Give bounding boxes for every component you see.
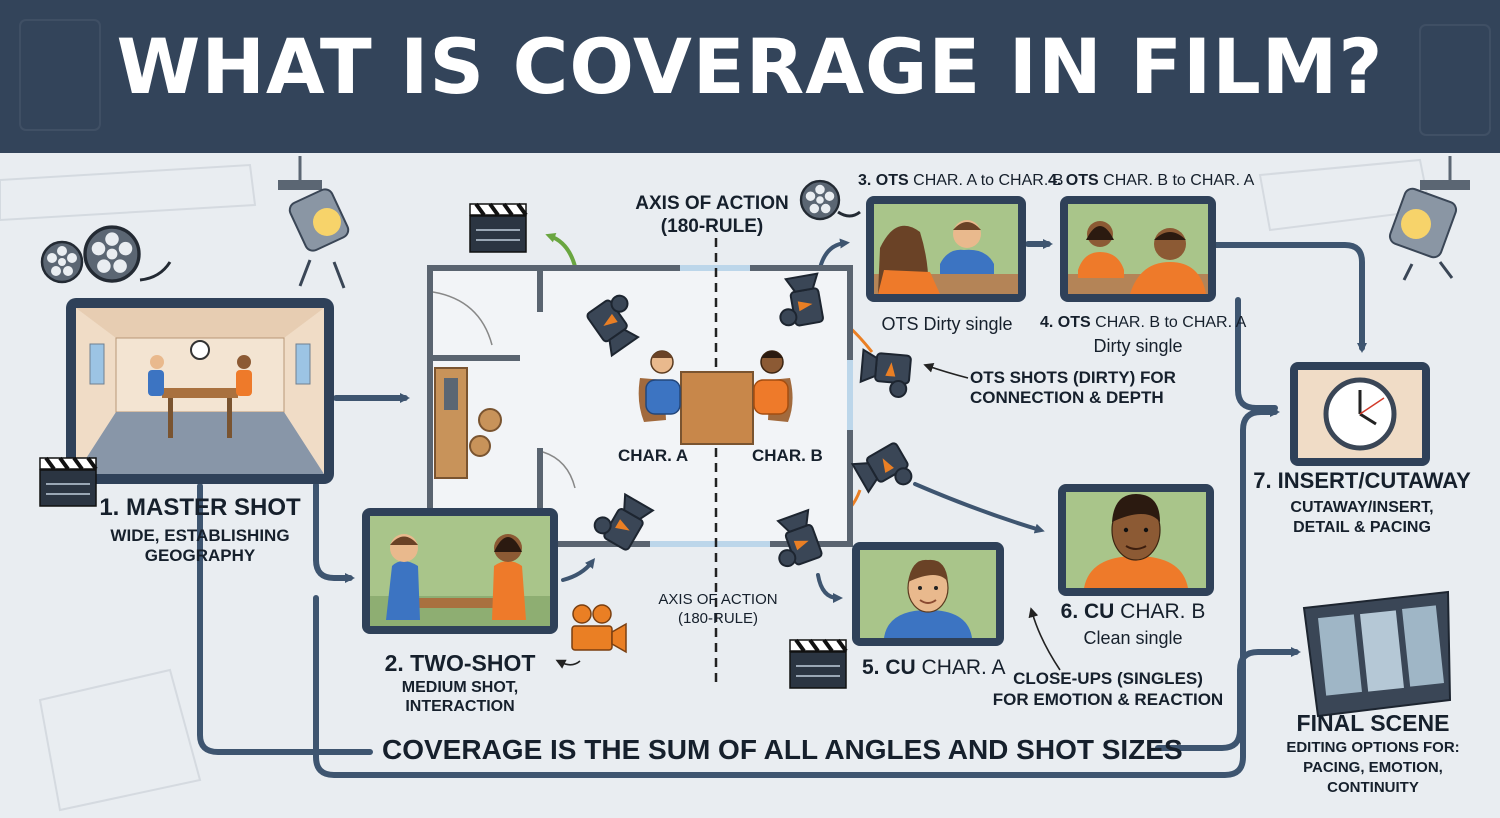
clapperboard-icon: [788, 638, 848, 690]
spotlight-icon: [278, 156, 350, 289]
ots-a-title: 3. OTS CHAR. A to CHAR. B: [858, 172, 1063, 190]
axis-of-action-label: AXIS OF ACTION (180-RULE): [635, 193, 789, 237]
ots-b-subject: CHAR. B to CHAR. A: [1098, 172, 1255, 189]
clapperboard-icon: [468, 202, 528, 254]
two-shot-frame: [362, 508, 558, 634]
insert-cutaway-title: 7. INSERT/CUTAWAY: [1253, 468, 1471, 493]
master-shot-desc: WIDE, ESTABLISHING GEOGRAPHY: [110, 526, 290, 565]
axis-of-action-label-bottom: AXIS OF ACTION (180-RULE): [658, 591, 778, 627]
floor-plan: [427, 238, 853, 682]
ots-b-caption-subject: CHAR. B to CHAR. A: [1090, 314, 1247, 331]
ots-b-caption-number: 4. OTS: [1040, 314, 1091, 331]
ots-b-caption: 4. OTS CHAR. B to CHAR. A: [1040, 314, 1246, 332]
insert-cutaway-frame: [1290, 362, 1430, 466]
final-scene-filmstrip-icon: [1302, 590, 1452, 718]
cu-a-subject: CHAR. A: [915, 656, 1006, 679]
cu-b-title: 6. CU CHAR. B: [1048, 600, 1218, 624]
cu-a-frame: [852, 542, 1004, 646]
ots-a-number: 3. OTS: [858, 172, 909, 189]
camera-icon: [858, 348, 913, 399]
film-reel-icon: [83, 225, 141, 283]
camera-icon: [851, 439, 918, 504]
coverage-summary: COVERAGE IS THE SUM OF ALL ANGLES AND SH…: [382, 734, 1183, 765]
two-shot-title: 2. TWO-SHOT: [384, 650, 536, 676]
two-shot-desc: MEDIUM SHOT, INTERACTION: [401, 679, 519, 715]
final-scene-title: FINAL SCENE: [1296, 710, 1450, 736]
ots-b-frame: [1060, 196, 1216, 302]
ots-note: OTS SHOTS (DIRTY) FOR CONNECTION & DEPTH: [970, 368, 1176, 407]
master-shot-title: 1. MASTER SHOT: [99, 494, 301, 521]
ots-b-title: 4. OTS CHAR. B to CHAR. A: [1048, 172, 1254, 190]
ots-b-caption-2: Dirty single: [1093, 336, 1183, 356]
film-reel-icon: [40, 240, 84, 284]
ots-a-caption: OTS Dirty single: [881, 314, 1013, 334]
spotlight-icon: [1388, 156, 1470, 281]
insert-cutaway-desc: CUTAWAY/INSERT, DETAIL & PACING: [1290, 499, 1434, 536]
cu-b-frame: [1058, 484, 1214, 596]
cu-b-number: 6. CU: [1060, 600, 1115, 623]
char-b-label: CHAR. B: [752, 446, 823, 465]
cu-b-caption: Clean single: [1083, 628, 1183, 648]
background-film-decor: [0, 19, 1491, 812]
char-a-label: CHAR. A: [618, 446, 689, 465]
movie-camera-icon: [571, 604, 627, 654]
ots-a-frame: [866, 196, 1026, 302]
final-scene-desc: EDITING OPTIONS FOR: PACING, EMOTION, CO…: [1286, 739, 1460, 796]
ots-a-subject: CHAR. A to CHAR. B: [908, 172, 1064, 189]
cu-note: CLOSE-UPS (SINGLES) FOR EMOTION & REACTI…: [992, 669, 1224, 709]
master-shot-frame: [66, 298, 334, 484]
header-banner: [0, 0, 1500, 153]
page-title: WHAT IS COVERAGE IN FILM?: [116, 22, 1384, 111]
ots-b-number: 4. OTS: [1048, 172, 1099, 189]
cu-a-number: 5. CU: [862, 656, 916, 679]
cu-a-title: 5. CU CHAR. A: [862, 656, 1006, 680]
cu-b-subject: CHAR. B: [1114, 600, 1206, 623]
